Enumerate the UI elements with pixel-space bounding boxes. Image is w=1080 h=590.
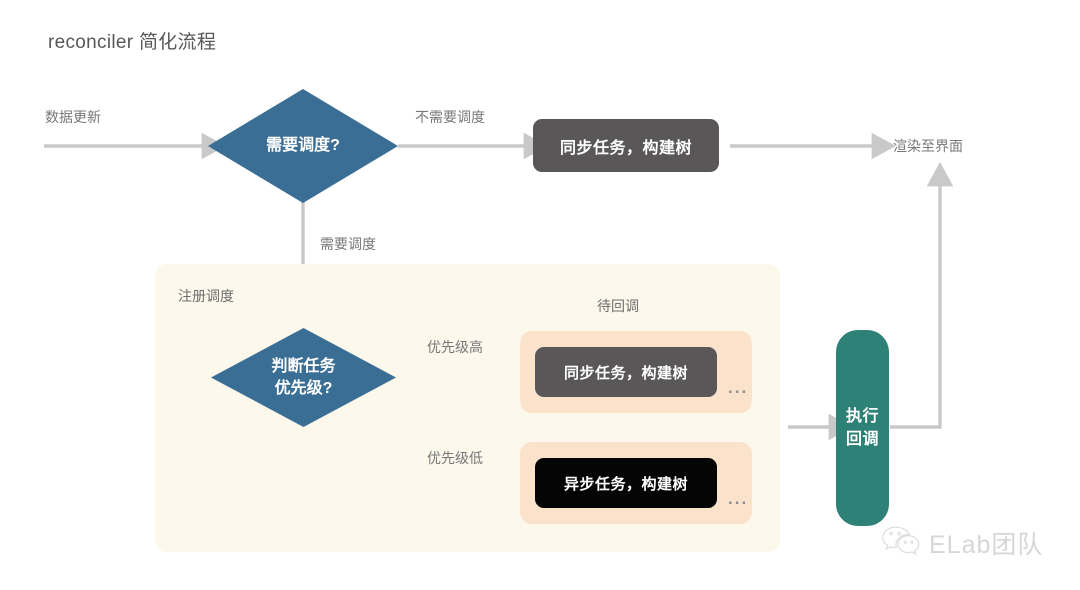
label-data-update: 数据更新	[45, 109, 101, 125]
task-sync-build-tree-queued[interactable]: 同步任务，构建树	[535, 347, 717, 397]
label-no-schedule-needed: 不需要调度	[415, 109, 485, 125]
watermark-text: ELab团队	[929, 530, 1044, 559]
execute-callback-node[interactable]: 执行 回调	[836, 330, 889, 526]
decision-task-priority-line1: 判断任务	[271, 357, 336, 375]
page-title: reconciler 简化流程	[48, 32, 217, 53]
queue-high-more-indicator: ...	[728, 378, 749, 397]
label-high-priority: 优先级高	[427, 339, 483, 355]
execute-callback-line1: 执行	[845, 407, 879, 425]
scheduler-panel-label: 注册调度	[178, 288, 234, 304]
watermark: ELab团队	[881, 524, 1043, 561]
decision-task-priority-line2: 优先级?	[274, 379, 333, 397]
wechat-icon	[881, 524, 921, 561]
execute-callback-line2: 回调	[845, 431, 879, 448]
task-async-build-tree-queued[interactable]: 异步任务，构建树	[535, 458, 717, 508]
queue-header-label: 待回调	[597, 298, 639, 314]
decision-need-schedule-label: 需要调度?	[266, 137, 340, 155]
task-async-build-tree-queued-label: 异步任务，构建树	[563, 475, 688, 493]
queue-low-more-indicator: ...	[728, 489, 749, 508]
task-sync-build-tree-top[interactable]: 同步任务，构建树	[533, 119, 719, 172]
label-low-priority: 优先级低	[427, 450, 483, 466]
label-render-output: 渲染至界面	[893, 138, 963, 154]
task-sync-build-tree-top-label: 同步任务，构建树	[559, 139, 692, 157]
task-sync-build-tree-queued-label: 同步任务，构建树	[563, 364, 688, 382]
label-schedule-needed: 需要调度	[320, 236, 376, 252]
arrow-callback-to-render	[890, 161, 954, 429]
